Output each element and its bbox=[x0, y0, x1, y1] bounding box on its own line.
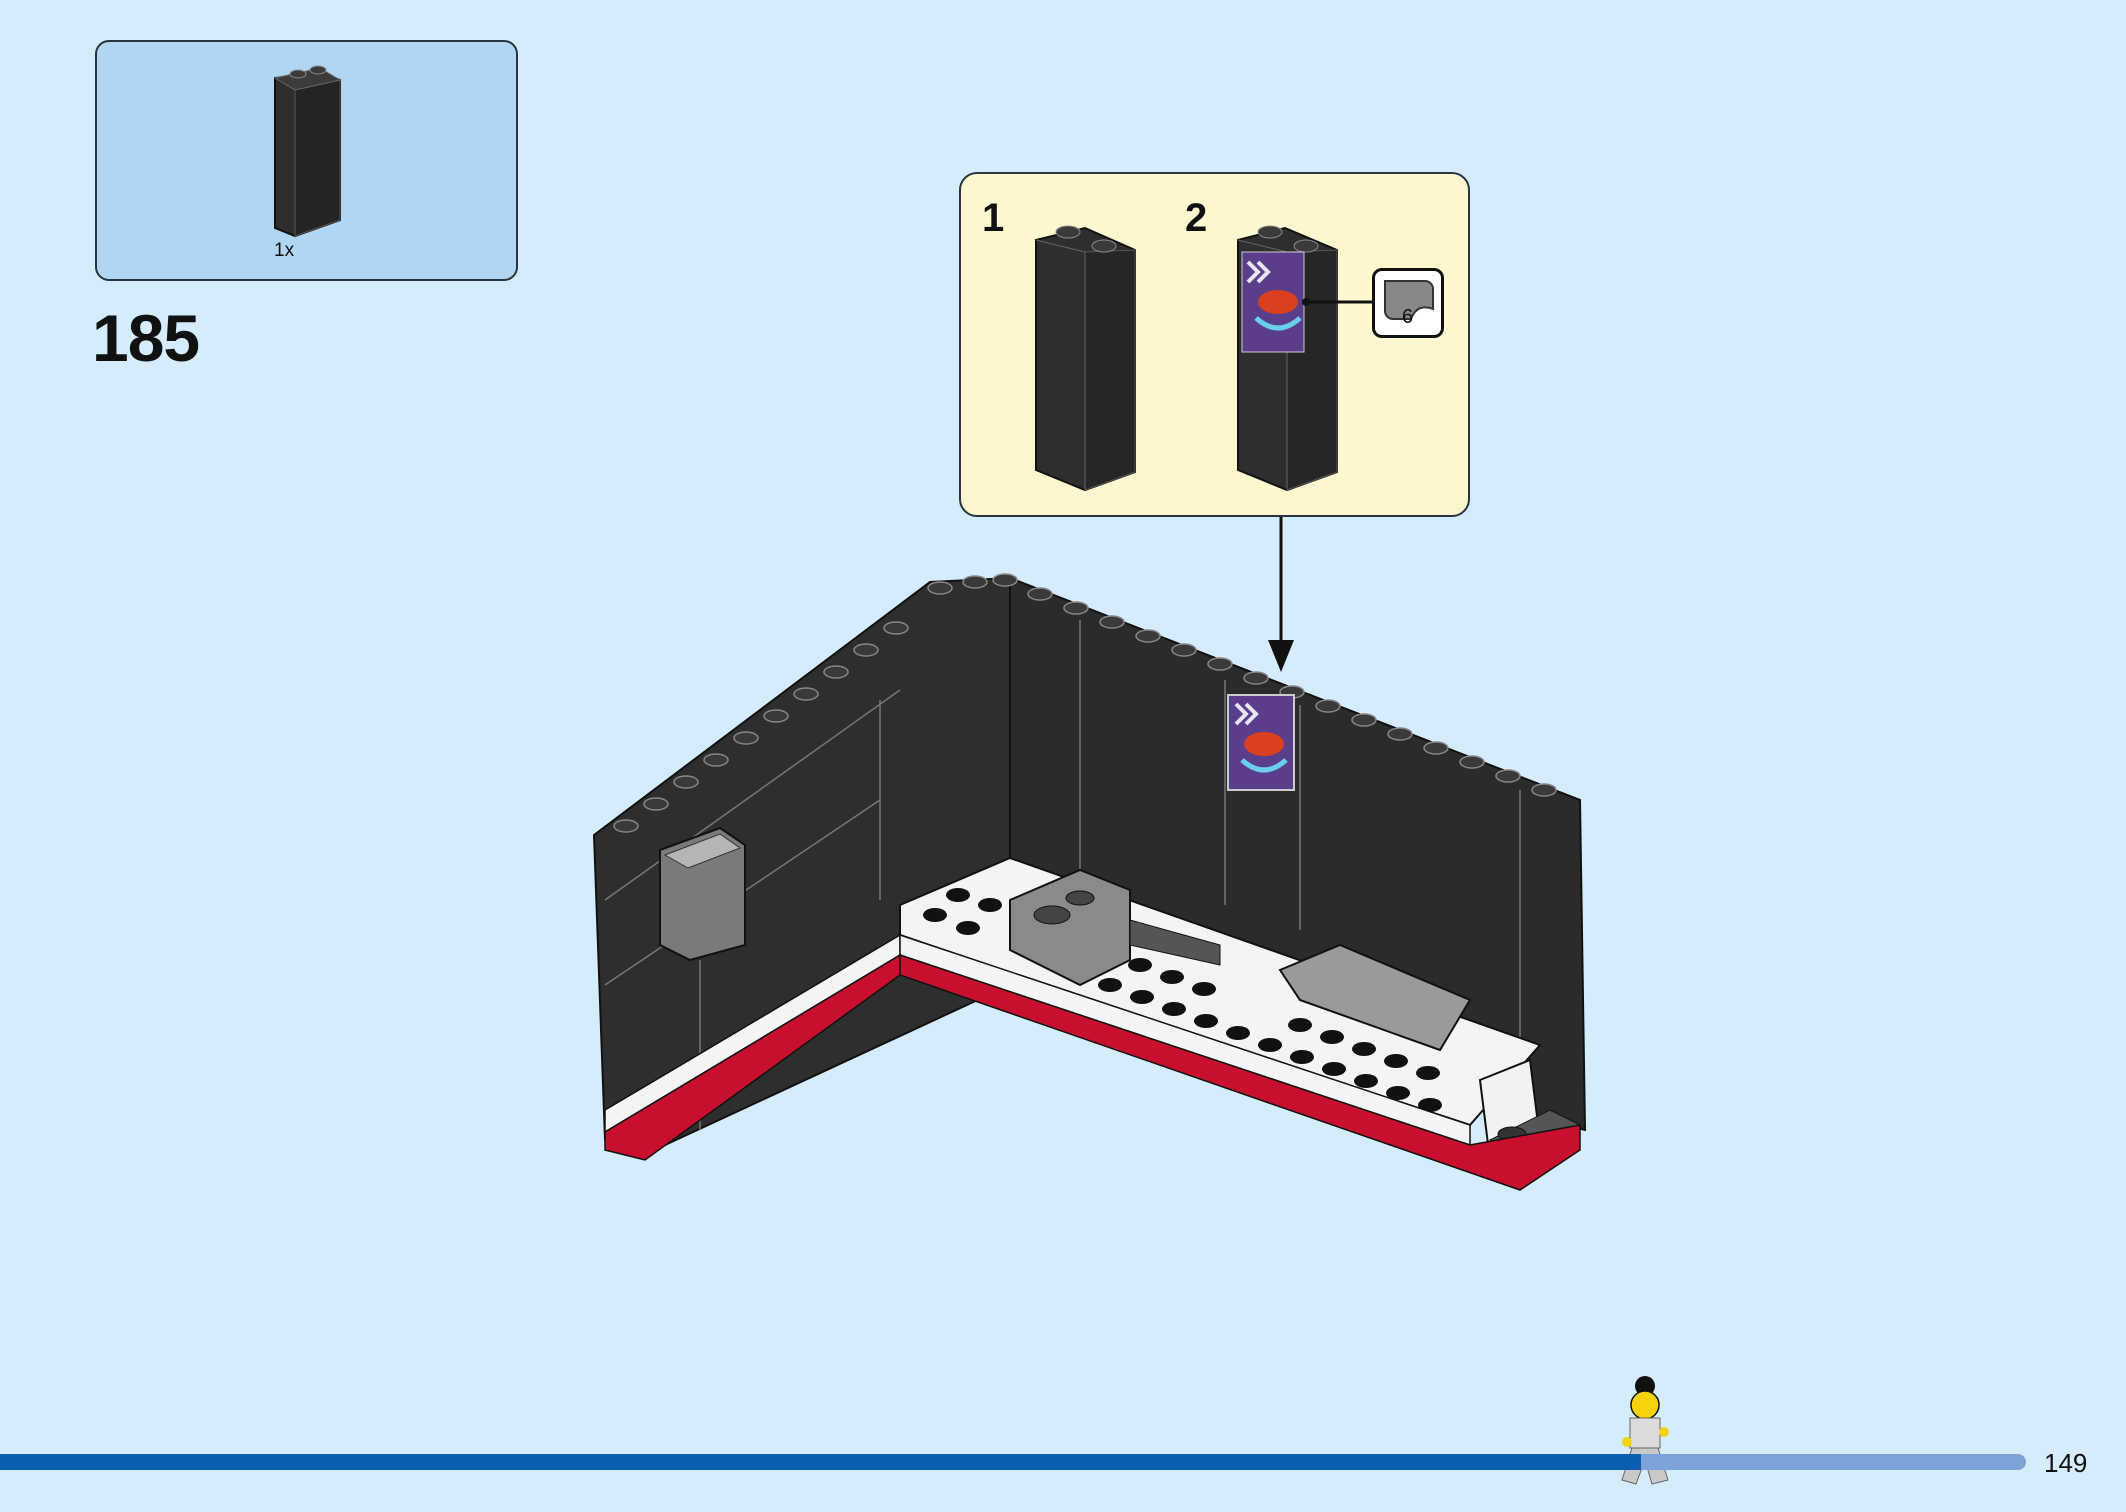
progress-fill bbox=[0, 1454, 1642, 1470]
page-number: 149 bbox=[2044, 1448, 2088, 1478]
substep-2-label: 2 bbox=[1185, 196, 1208, 240]
substep-1-brick bbox=[1035, 225, 1136, 492]
substep-2-brick bbox=[1237, 225, 1372, 492]
sticker-icon bbox=[1384, 280, 1434, 320]
substep-1-label: 1 bbox=[982, 196, 1005, 240]
step-number: 185 bbox=[92, 301, 200, 375]
sticker-callout bbox=[1372, 268, 1444, 338]
parts-quantity: 1x bbox=[274, 240, 295, 261]
sticker-number: 6 bbox=[1402, 306, 1414, 328]
